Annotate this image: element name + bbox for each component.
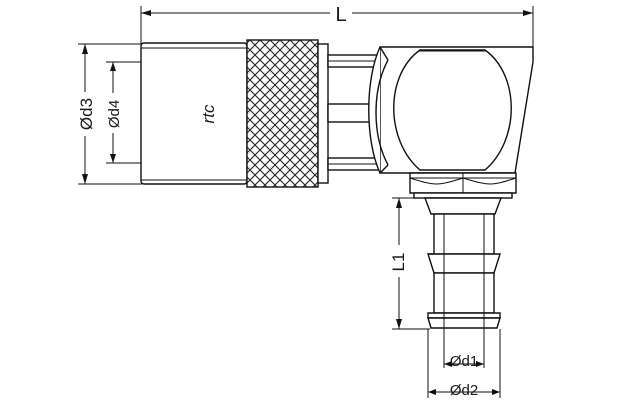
- dimension-label-d3: Ød3: [77, 98, 96, 130]
- dimension-l: L: [140, 2, 534, 60]
- elbow-housing: [368, 46, 534, 174]
- dimension-d2: Ød2: [427, 329, 501, 399]
- hex-nut: [409, 172, 517, 199]
- logo-rtc: rtc: [199, 104, 218, 123]
- hose-barb: [423, 197, 503, 329]
- dimension-d3: Ød3: [74, 43, 142, 185]
- collet-fingers: [327, 54, 381, 171]
- dimension-l1: L1: [388, 197, 430, 330]
- coupling-body: rtc: [140, 42, 248, 185]
- dimension-d4: Ød4: [103, 61, 142, 164]
- dimension-d1: Ød1: [443, 328, 485, 370]
- dimension-label-d2: Ød2: [450, 382, 478, 399]
- dimension-label-l1: L1: [389, 253, 408, 272]
- dimension-label-d1: Ød1: [450, 353, 478, 370]
- dimension-label-d4: Ød4: [106, 100, 123, 128]
- knurled-sleeve: [246, 39, 329, 188]
- dimension-label-l: L: [335, 4, 346, 26]
